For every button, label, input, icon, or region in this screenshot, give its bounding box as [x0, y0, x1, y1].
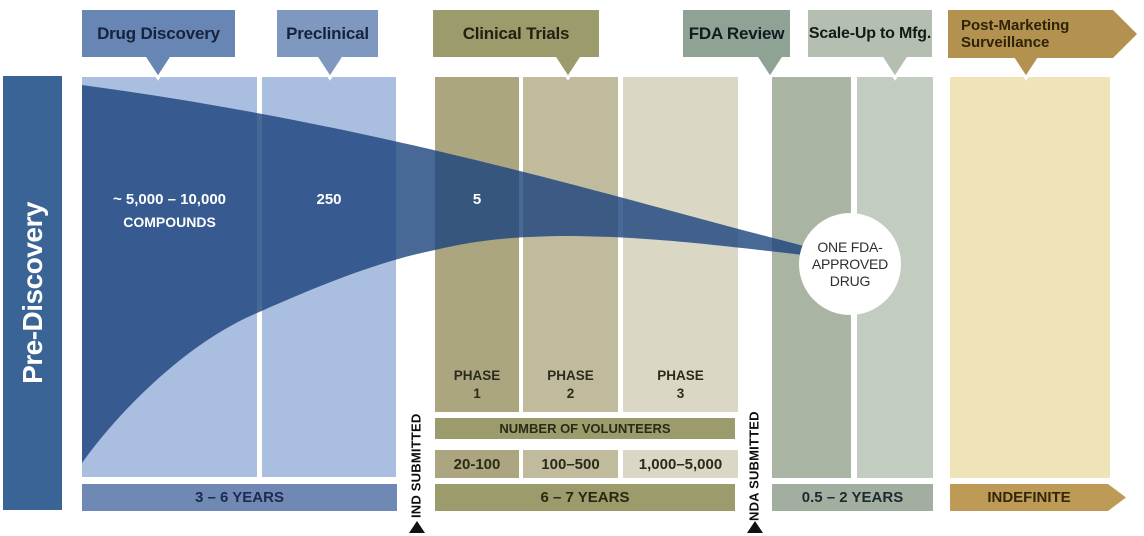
volunteers-header-bar: NUMBER OF VOLUNTEERS [435, 418, 735, 439]
milestone-ind-submitted: IND SUBMITTED [408, 413, 424, 519]
tab-fda-review: FDA Review [683, 10, 790, 57]
tab-post-marketing-banner: Post-Marketing Surveillance [948, 10, 1137, 58]
compounds-count: ~ 5,000 – 10,000 COMPOUNDS [82, 188, 257, 234]
phase-3-number: 3 [676, 386, 685, 401]
column-drug-discovery [82, 77, 257, 477]
nda-submitted-arrow-icon [747, 521, 763, 533]
preclinical-count: 250 [316, 191, 342, 208]
volunteers-phase-1: 20-100 [435, 450, 519, 478]
phase-2-label: PHASE 2 [523, 367, 618, 403]
pre-discovery-bar: Pre-Discovery [3, 76, 62, 510]
tab-preclinical-label: Preclinical [286, 23, 369, 43]
phase-1-number: 1 [473, 386, 481, 401]
volunteers-header-label: NUMBER OF VOLUNTEERS [499, 421, 671, 436]
column-post-marketing [950, 77, 1110, 478]
tab-drug-discovery: Drug Discovery [82, 10, 235, 57]
one-fda-approved-drug-circle: ONE FDA- APPROVED DRUG [799, 213, 901, 315]
duration-post-marketing-bar: INDEFINITE [950, 484, 1126, 511]
tab-fda-review-label: FDA Review [688, 23, 785, 43]
approved-drug-line1: ONE FDA- [817, 238, 883, 255]
approved-drug-line2: APPROVED [811, 255, 889, 272]
tab-post-marketing-line2: Surveillance [961, 34, 1050, 51]
pre-discovery-label: Pre-Discovery [16, 202, 48, 384]
phase-1-word: PHASE [453, 368, 501, 383]
column-phase-3 [623, 77, 738, 412]
tab-clinical-trials-label: Clinical Trials [462, 23, 570, 43]
compounds-count-line1: ~ 5,000 – 10,000 [112, 191, 227, 208]
compounds-count-line2: COMPOUNDS [123, 214, 216, 230]
duration-fda-bar: 0.5 – 2 YEARS [772, 484, 933, 511]
volunteers-phase-2: 100–500 [523, 450, 618, 478]
duration-clinical-bar: 6 – 7 YEARS [435, 484, 735, 511]
tab-scale-up-label: Scale-Up to Mfg. [808, 24, 932, 42]
ind-submitted-arrow-icon [409, 521, 425, 533]
tab-scale-up: Scale-Up to Mfg. [808, 10, 932, 57]
duration-discovery-label: 3 – 6 YEARS [195, 489, 284, 506]
tab-clinical-trials: Clinical Trials [433, 10, 599, 57]
duration-discovery-bar: 3 – 6 YEARS [82, 484, 397, 511]
tab-drug-discovery-label: Drug Discovery [97, 23, 220, 43]
duration-post-marketing-label: INDEFINITE [987, 489, 1071, 506]
phase-2-number: 2 [566, 386, 575, 401]
duration-fda-label: 0.5 – 2 YEARS [801, 489, 904, 506]
column-preclinical [262, 77, 396, 477]
phase-2-word: PHASE [547, 368, 594, 383]
column-phase-2 [523, 77, 618, 412]
clinical-count: 5 [472, 191, 482, 208]
volunteers-phase-3: 1,000–5,000 [623, 450, 738, 478]
phase-3-word: PHASE [657, 368, 704, 383]
duration-clinical-label: 6 – 7 YEARS [540, 489, 630, 506]
tab-post-marketing-line1: Post-Marketing [961, 17, 1070, 34]
phase-1-label: PHASE 1 [435, 367, 519, 403]
milestone-nda-submitted: NDA SUBMITTED [746, 411, 762, 521]
approved-drug-line3: DRUG [829, 272, 871, 289]
column-phase-1 [435, 77, 519, 412]
phase-3-label: PHASE 3 [623, 367, 738, 403]
tab-preclinical: Preclinical [277, 10, 378, 57]
